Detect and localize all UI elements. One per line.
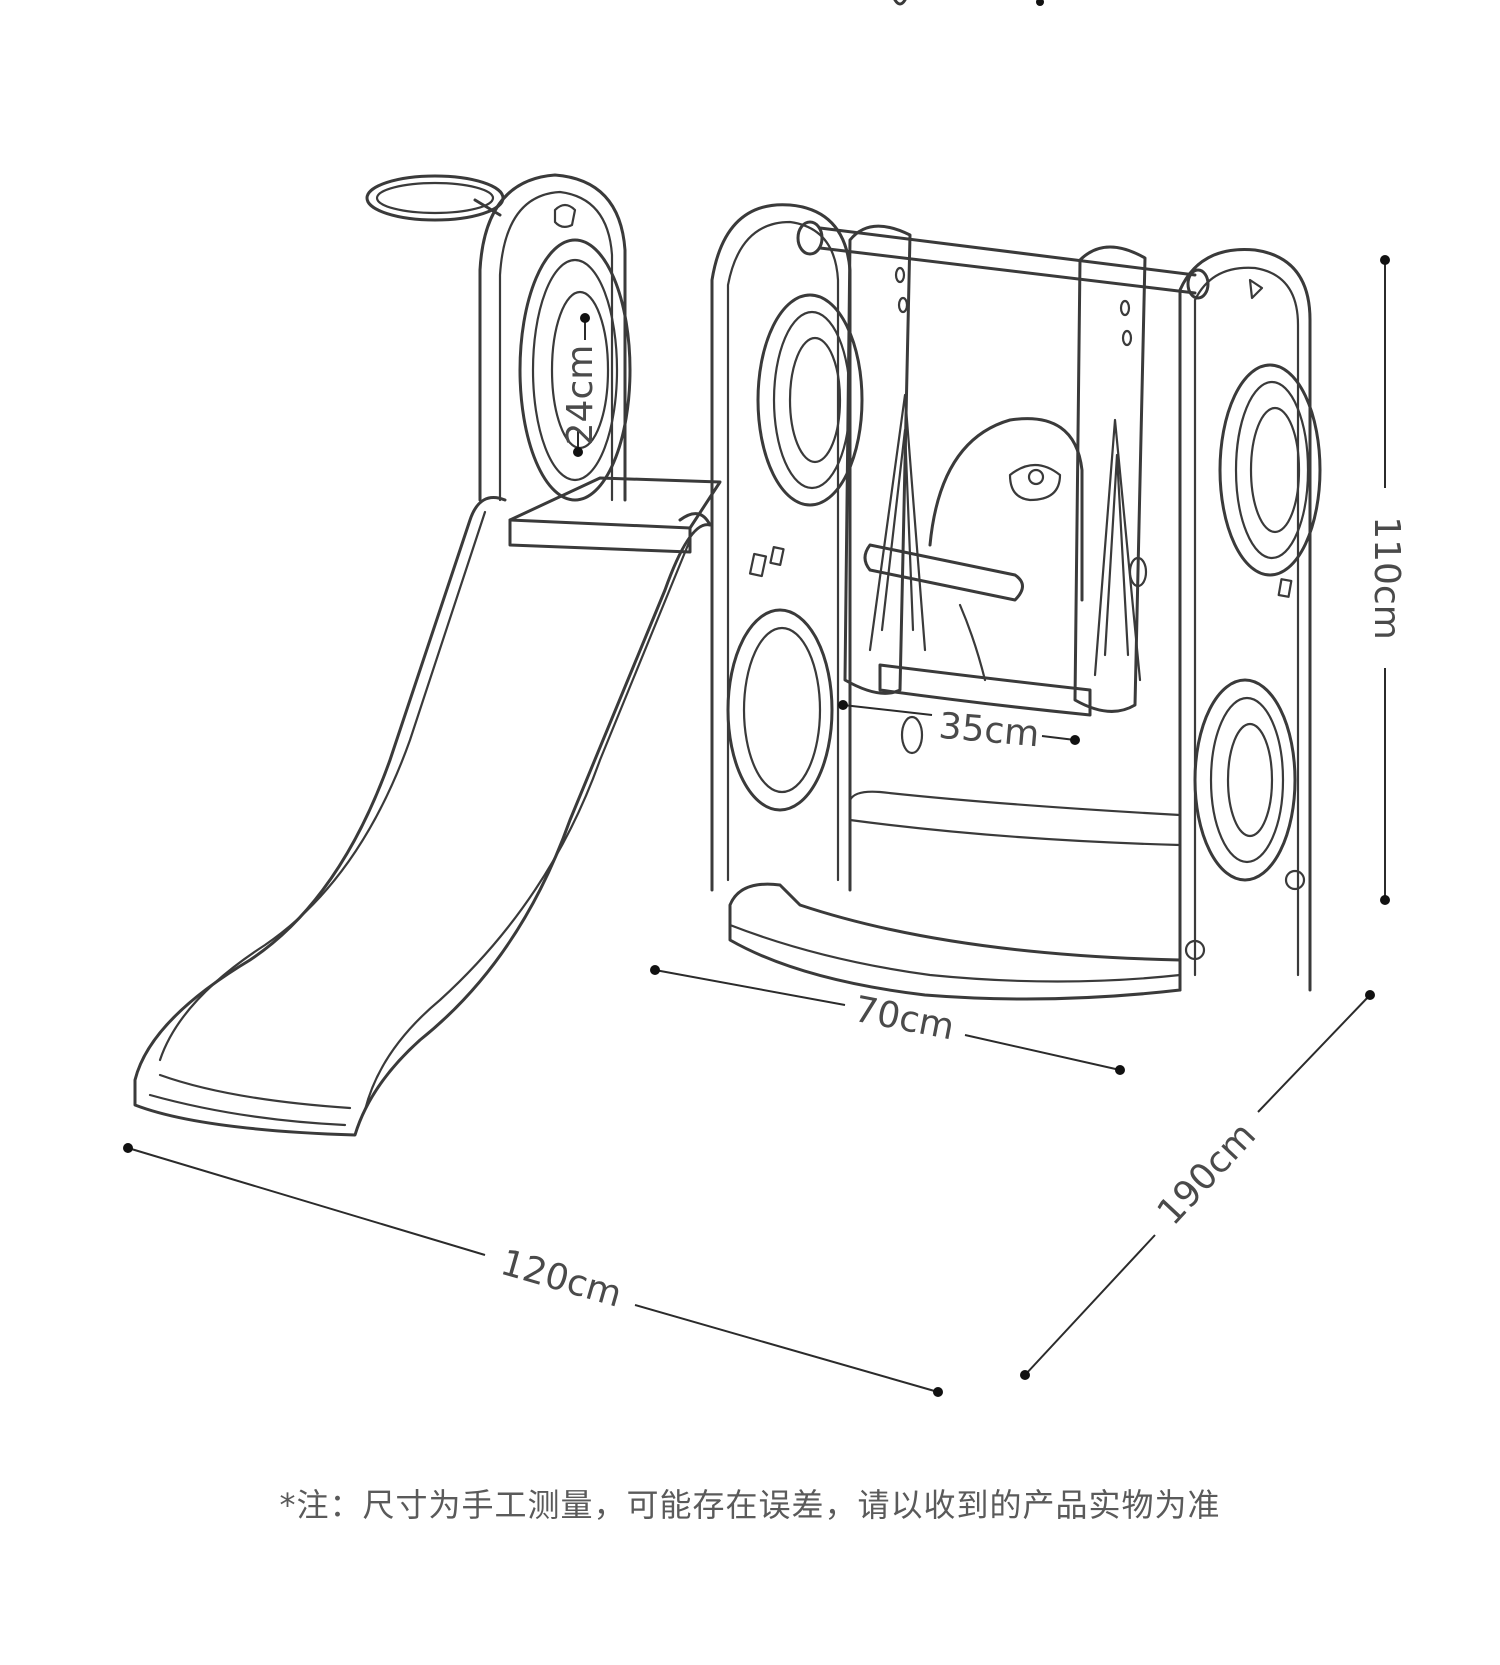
dimension-slide-length: 120cm <box>123 1143 943 1397</box>
seat-width-label: 35cm <box>937 706 1041 756</box>
slide <box>133 496 712 1137</box>
swing-arm-left <box>843 224 927 695</box>
left-tower <box>365 173 632 502</box>
swing-seat <box>863 417 1092 755</box>
inner-width-label: 70cm <box>851 989 958 1048</box>
dimension-total-length: 190cm <box>1020 990 1375 1380</box>
dimension-seat-width: 35cm <box>838 700 1080 755</box>
top-edge-marks <box>893 0 1044 6</box>
slide-length-label: 120cm <box>496 1242 626 1315</box>
middle-panel <box>710 203 864 892</box>
height-label: 110cm <box>1366 516 1407 640</box>
swing-bar <box>796 220 1210 300</box>
hoop-diameter-label: 24cm <box>560 345 601 446</box>
base <box>728 790 1182 1001</box>
swing-arm-right <box>1073 245 1148 713</box>
measurement-footnote: *注：尺寸为手工测量，可能存在误差，请以收到的产品实物为准 <box>279 1486 1221 1524</box>
dimension-height: 110cm <box>1366 255 1407 905</box>
total-length-label: 190cm <box>1150 1115 1264 1233</box>
right-panel <box>1178 248 1322 992</box>
dimension-hoop-diameter: 24cm <box>560 313 601 457</box>
